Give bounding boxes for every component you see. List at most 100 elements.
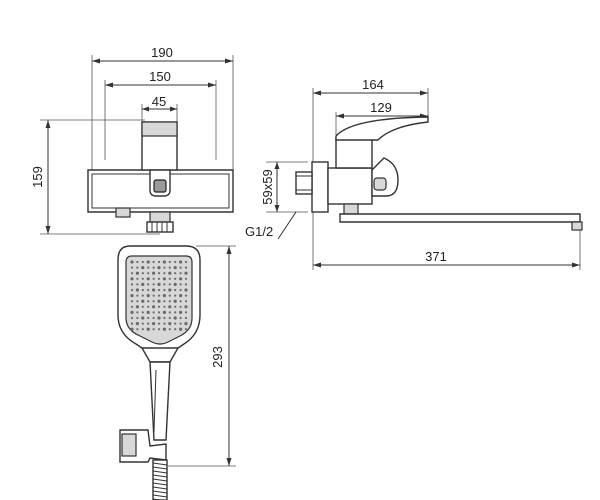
nozzle-dot bbox=[174, 294, 177, 297]
nozzle-dot bbox=[141, 305, 144, 308]
nozzle-dot bbox=[157, 316, 161, 320]
nozzle-dot bbox=[130, 277, 134, 281]
nozzle-dot bbox=[157, 282, 161, 286]
nozzle-dot bbox=[168, 322, 172, 326]
nozzle-dot bbox=[163, 316, 166, 320]
nozzle-dot bbox=[163, 305, 166, 308]
nozzle-dot bbox=[130, 327, 134, 331]
nozzle-dot bbox=[184, 294, 188, 297]
nozzle-dot bbox=[168, 305, 172, 309]
wall-flange bbox=[311, 161, 329, 213]
nozzle-dot bbox=[146, 327, 150, 331]
nozzle-dot bbox=[130, 283, 134, 286]
aerator bbox=[571, 221, 583, 231]
nozzle-dot bbox=[136, 294, 139, 297]
nozzle-dot bbox=[162, 260, 166, 264]
nozzle-dot bbox=[152, 283, 155, 286]
nozzle-dot bbox=[157, 277, 161, 280]
nozzle-dot bbox=[147, 316, 150, 320]
front-view: 190 150 45 159 bbox=[30, 45, 234, 235]
nozzle-dot bbox=[152, 266, 155, 269]
nozzle-dot bbox=[130, 260, 134, 264]
hose-ring bbox=[152, 462, 168, 466]
nozzle-dot bbox=[168, 328, 171, 331]
nozzle-dot bbox=[173, 299, 177, 303]
nozzle-dot bbox=[173, 266, 177, 270]
spout bbox=[339, 213, 581, 223]
nozzle-dot bbox=[179, 300, 182, 303]
nozzle-dot bbox=[152, 288, 156, 292]
hose-ring bbox=[152, 466, 168, 470]
nozzle-dot bbox=[179, 316, 182, 320]
nozzle-dot bbox=[163, 300, 166, 303]
nozzle-dot bbox=[184, 277, 188, 280]
nozzle-dot bbox=[174, 272, 177, 275]
hose-ring bbox=[152, 490, 168, 494]
nozzle-dot bbox=[157, 299, 161, 303]
nozzle-dot bbox=[174, 260, 177, 264]
nozzle-dot bbox=[130, 294, 134, 298]
nozzle-dot bbox=[184, 311, 188, 314]
nozzle-dot bbox=[152, 322, 156, 326]
side-view: 164 129 59x59 G1/2 371 bbox=[245, 77, 583, 270]
nozzle-dot bbox=[157, 328, 161, 331]
mixer-body-side bbox=[327, 167, 373, 205]
nozzle-dot bbox=[184, 328, 188, 331]
nozzle-dot bbox=[179, 260, 183, 264]
nozzle-dot bbox=[141, 316, 145, 320]
nozzle-dot bbox=[147, 300, 150, 303]
nozzle-dot bbox=[174, 322, 177, 325]
nozzle-dot bbox=[163, 288, 166, 292]
nozzle-dot bbox=[130, 288, 134, 292]
nozzle-dot bbox=[141, 311, 144, 314]
nozzle-dot bbox=[146, 310, 150, 314]
nozzle-dot bbox=[168, 316, 171, 320]
dim-label-150: 150 bbox=[149, 69, 171, 84]
nozzle-dot bbox=[152, 305, 156, 309]
nozzle-dot bbox=[174, 328, 177, 331]
nozzle-dot bbox=[141, 288, 144, 292]
dim-label-129: 129 bbox=[370, 100, 392, 115]
nozzle-dot bbox=[130, 310, 134, 314]
nozzle-dot bbox=[135, 271, 139, 275]
nozzle-dot bbox=[136, 283, 139, 286]
nozzle-dot bbox=[179, 283, 182, 286]
hose-ring bbox=[152, 470, 168, 474]
dim-label-371: 371 bbox=[425, 249, 447, 264]
nozzle-dot bbox=[130, 316, 134, 320]
nozzle-dot bbox=[173, 316, 177, 320]
nozzle-dot bbox=[179, 288, 182, 292]
nozzle-dot bbox=[173, 282, 177, 286]
nozzle-dot bbox=[130, 322, 134, 325]
nozzle-dot bbox=[152, 316, 155, 320]
nozzle-dot bbox=[152, 300, 155, 303]
nozzle-dot bbox=[157, 311, 161, 314]
nozzle-dot bbox=[146, 277, 150, 281]
nozzle-dot bbox=[163, 272, 166, 275]
nozzle-dot bbox=[136, 277, 139, 280]
diverter-outlet bbox=[149, 211, 171, 223]
nozzle-dot bbox=[141, 277, 144, 280]
nozzle-dot bbox=[135, 322, 139, 326]
dim-label-293: 293 bbox=[210, 346, 225, 368]
nozzle-dot bbox=[184, 271, 188, 275]
dim-label-59x59: 59x59 bbox=[260, 169, 275, 204]
nozzle-dot bbox=[147, 322, 150, 325]
dim-label-164: 164 bbox=[362, 77, 384, 92]
nozzle-dot bbox=[141, 266, 145, 270]
nozzle-pattern bbox=[130, 260, 188, 331]
lever-side bbox=[335, 116, 429, 141]
nozzle-dot bbox=[141, 328, 144, 331]
nozzle-dot bbox=[179, 322, 182, 325]
nozzle-dot bbox=[174, 311, 177, 314]
nozzle-dot bbox=[184, 300, 188, 303]
nozzle-dot bbox=[168, 288, 172, 292]
nozzle-dot bbox=[147, 283, 150, 286]
nozzle-dot bbox=[163, 283, 166, 286]
nozzle-dot bbox=[163, 322, 166, 325]
hose-ring bbox=[152, 474, 168, 478]
nozzle-dot bbox=[179, 305, 182, 308]
nozzle-dot bbox=[136, 260, 139, 264]
nozzle-dot bbox=[184, 266, 188, 269]
